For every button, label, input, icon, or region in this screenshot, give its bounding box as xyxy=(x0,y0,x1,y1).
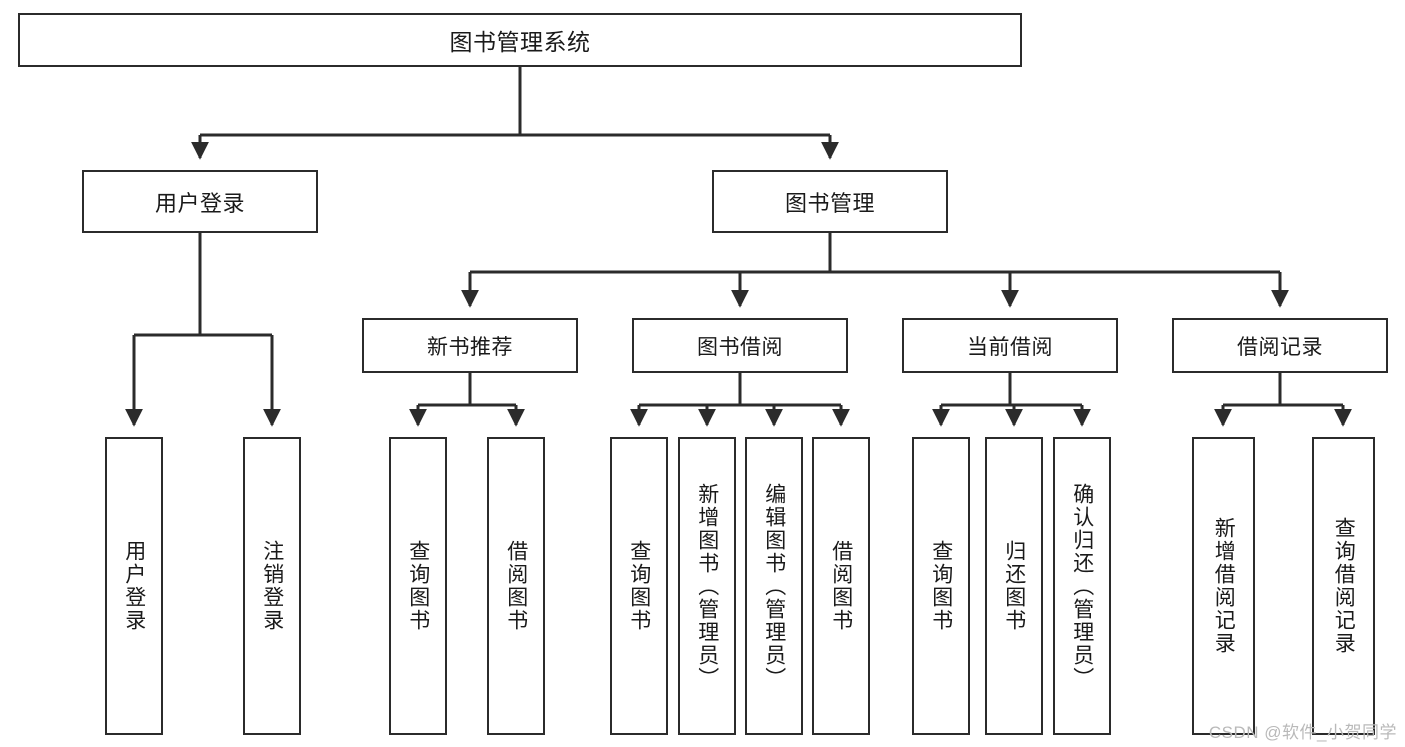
node-book-borrow[interactable]: 图书借阅 xyxy=(632,318,848,373)
node-borrow-record-label: 借阅记录 xyxy=(1237,335,1323,359)
leaf-label: 注销登录 xyxy=(260,540,284,632)
leaf-label: 新增借阅记录 xyxy=(1212,517,1236,655)
leaf-label: 编辑图书（管理员） xyxy=(762,482,786,690)
leaf-label: 确认归还（管理员） xyxy=(1070,482,1094,690)
leaf-user-login[interactable]: 用户登录 xyxy=(105,437,163,735)
leaf-borrow-book-2[interactable]: 借阅图书 xyxy=(812,437,870,735)
leaf-label: 借阅图书 xyxy=(829,540,853,632)
leaf-query-book-1[interactable]: 查询图书 xyxy=(389,437,447,735)
node-new-book-recommend[interactable]: 新书推荐 xyxy=(362,318,578,373)
node-root[interactable]: 图书管理系统 xyxy=(18,13,1022,67)
leaf-label: 查询图书 xyxy=(929,540,953,632)
node-current-borrow[interactable]: 当前借阅 xyxy=(902,318,1118,373)
leaf-confirm-return[interactable]: 确认归还（管理员） xyxy=(1053,437,1111,735)
leaf-query-record[interactable]: 查询借阅记录 xyxy=(1312,437,1375,735)
node-book-manage-label: 图书管理 xyxy=(784,190,875,216)
leaf-add-book[interactable]: 新增图书（管理员） xyxy=(678,437,736,735)
leaf-return-book[interactable]: 归还图书 xyxy=(985,437,1043,735)
leaf-label: 归还图书 xyxy=(1002,540,1026,632)
leaf-label: 新增图书（管理员） xyxy=(695,482,719,690)
leaf-query-book-2[interactable]: 查询图书 xyxy=(610,437,668,735)
node-current-borrow-label: 当前借阅 xyxy=(967,335,1053,359)
node-user-login[interactable]: 用户登录 xyxy=(82,170,318,233)
leaf-user-logout[interactable]: 注销登录 xyxy=(243,437,301,735)
node-book-manage[interactable]: 图书管理 xyxy=(712,170,948,233)
leaf-label: 借阅图书 xyxy=(504,540,528,632)
node-borrow-record[interactable]: 借阅记录 xyxy=(1172,318,1388,373)
leaf-edit-book[interactable]: 编辑图书（管理员） xyxy=(745,437,803,735)
leaf-label: 查询图书 xyxy=(627,540,651,632)
node-new-book-recommend-label: 新书推荐 xyxy=(427,335,513,359)
node-root-label: 图书管理系统 xyxy=(449,29,591,55)
leaf-add-record[interactable]: 新增借阅记录 xyxy=(1192,437,1255,735)
leaf-label: 查询借阅记录 xyxy=(1332,517,1356,655)
node-book-borrow-label: 图书借阅 xyxy=(697,335,783,359)
leaf-borrow-book-1[interactable]: 借阅图书 xyxy=(487,437,545,735)
leaf-label: 查询图书 xyxy=(406,540,430,632)
watermark: CSDN @软件_小贺同学 xyxy=(1208,723,1397,742)
leaf-label: 用户登录 xyxy=(122,540,146,632)
node-user-login-label: 用户登录 xyxy=(154,190,245,216)
leaf-query-book-3[interactable]: 查询图书 xyxy=(912,437,970,735)
